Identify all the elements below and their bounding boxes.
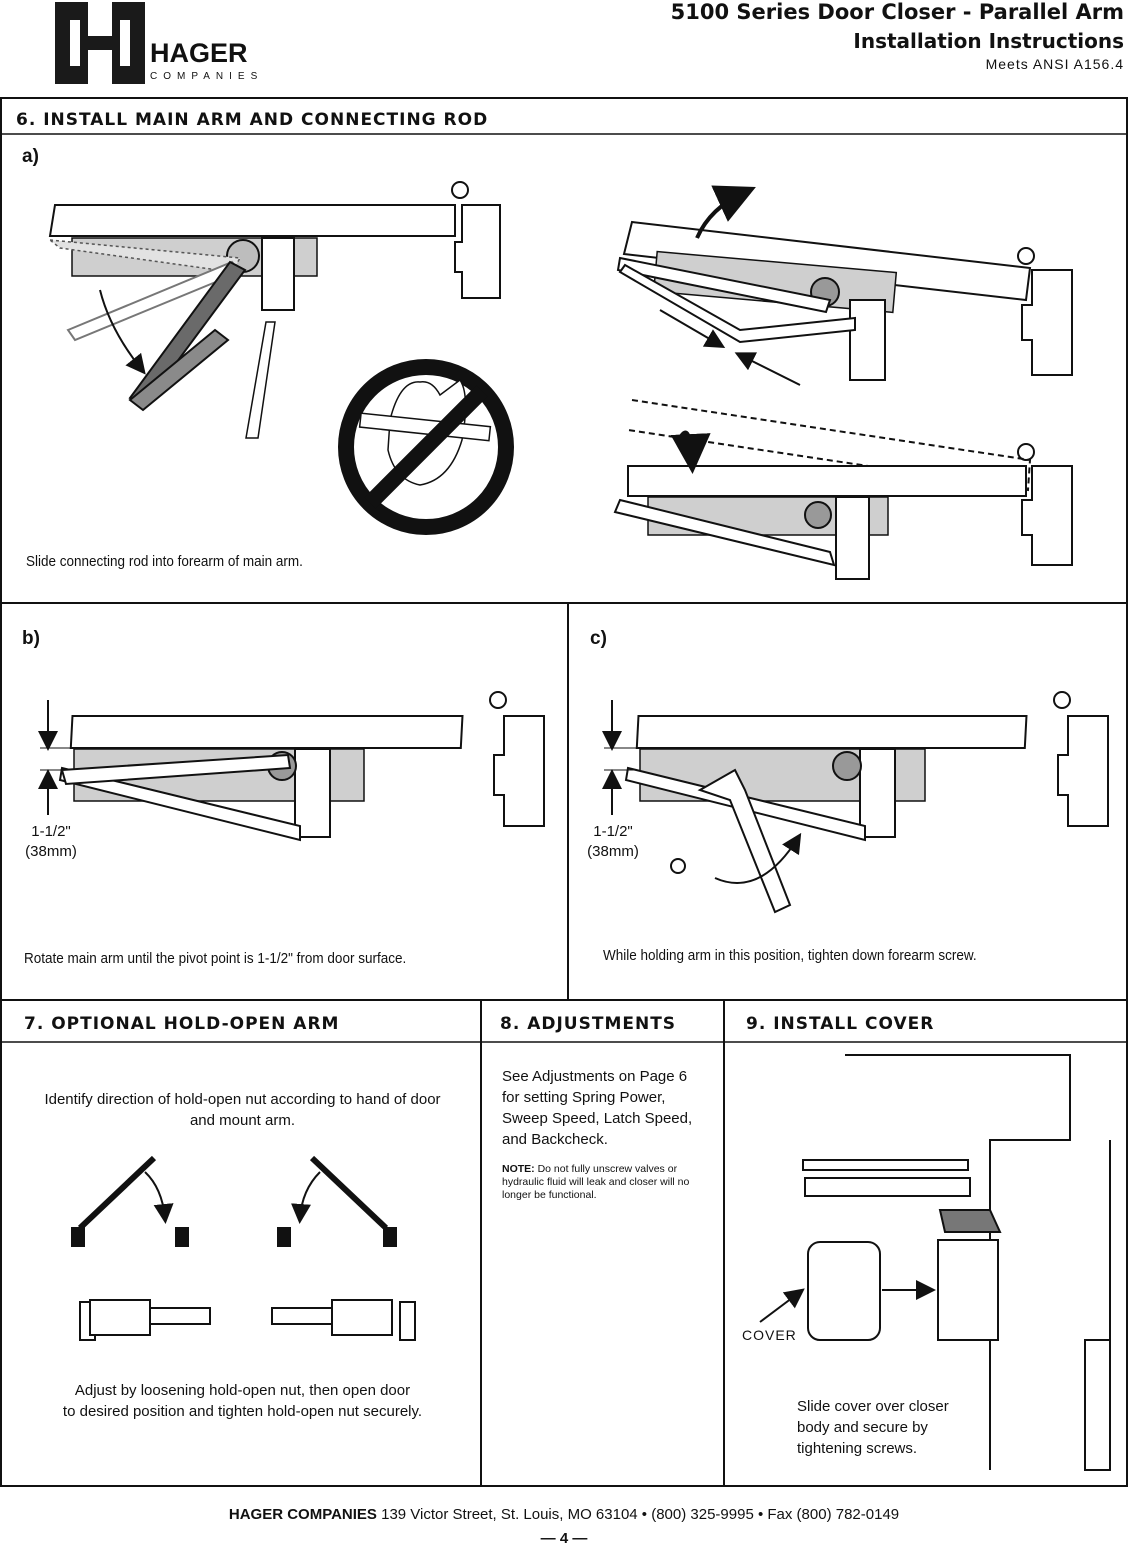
section-7-outro: Adjust by loosening hold-open nut, then … — [10, 1380, 475, 1422]
section-9-title: 9. INSTALL COVER — [746, 1014, 935, 1034]
section-7-title: 7. OPTIONAL HOLD-OPEN ARM — [24, 1014, 340, 1034]
step-c-dimension: 1-1/2" (38mm) — [582, 822, 644, 862]
section-8-title: 8. ADJUSTMENTS — [500, 1014, 677, 1034]
section-7-intro: Identify direction of hold-open nut acco… — [10, 1089, 475, 1131]
note-line: Do not fully unscrew valves or — [534, 1163, 678, 1175]
section-7-intro-line2: and mount arm. — [189, 1112, 296, 1129]
footer-address: HAGER COMPANIES 139 Victor Street, St. L… — [0, 1506, 1128, 1523]
standard-note: Meets ANSI A156.4 — [985, 56, 1124, 72]
prohibition-icon — [338, 359, 514, 535]
brand-name: HAGER — [150, 38, 248, 68]
step-a-label: a) — [22, 146, 39, 167]
step-b-label: b) — [22, 628, 40, 649]
section-8-line: and Backcheck. — [502, 1131, 608, 1148]
illustration-6c — [602, 691, 1109, 914]
step-c-dimension-in: 1-1/2" — [593, 823, 633, 840]
section-7-outro-line1: Adjust by loosening hold-open nut, then … — [74, 1382, 411, 1399]
footer-contact: 139 Victor Street, St. Louis, MO 63104 •… — [376, 1506, 900, 1523]
document-subtitle: Installation Instructions — [853, 29, 1124, 53]
section-9-caption-line: tightening screws. — [797, 1440, 918, 1457]
illustration-6a-left — [47, 181, 501, 439]
step-b-dimension-mm: (38mm) — [25, 843, 77, 860]
step-a-caption: Slide connecting rod into forearm of mai… — [26, 553, 303, 570]
footer-company: HAGER COMPANIES — [228, 1506, 377, 1523]
section-9-caption: Slide cover over closer body and secure … — [797, 1396, 949, 1459]
section-8-line: Sweep Speed, Latch Speed, — [502, 1110, 693, 1127]
step-b-dimension-in: 1-1/2" — [31, 823, 71, 840]
step-b-dimension: 1-1/2" (38mm) — [20, 822, 82, 862]
note-line: longer be functional. — [502, 1189, 597, 1201]
layout-frame — [0, 97, 1128, 1487]
section-8-text: See Adjustments on Page 6 for setting Sp… — [502, 1066, 692, 1150]
note-line: hydraulic fluid will leak and closer wil… — [502, 1176, 690, 1188]
step-c-dimension-mm: (38mm) — [587, 843, 639, 860]
illustration-6b — [38, 691, 545, 842]
section-8-note: NOTE: Do not fully unscrew valves or hyd… — [502, 1163, 717, 1202]
step-c-caption: While holding arm in this position, tigh… — [603, 947, 977, 964]
hager-logo-mark — [55, 2, 145, 84]
note-label: NOTE: — [502, 1163, 535, 1175]
section-7-outro-line2: to desired position and tighten hold-ope… — [62, 1403, 423, 1420]
section-8-line: for setting Spring Power, — [502, 1089, 666, 1106]
section-8-line: See Adjustments on Page 6 — [502, 1068, 688, 1085]
brand-subtitle: COMPANIES — [150, 71, 264, 82]
section-9-caption-line: Slide cover over closer — [797, 1398, 949, 1415]
illustration-6a-right-bottom — [613, 399, 1073, 580]
section-6-title: 6. INSTALL MAIN ARM AND CONNECTING ROD — [16, 110, 489, 130]
illustration-6a-right-top — [616, 185, 1073, 386]
section-9-caption-line: body and secure by — [797, 1419, 928, 1436]
illustration-7 — [71, 1155, 416, 1341]
section-7-intro-line1: Identify direction of hold-open nut acco… — [44, 1091, 441, 1108]
cover-label: COVER — [742, 1327, 797, 1343]
document-title: 5100 Series Door Closer - Parallel Arm — [670, 0, 1124, 24]
page-number: — 4 — — [540, 1530, 588, 1547]
step-b-caption: Rotate main arm until the pivot point is… — [24, 950, 407, 967]
illustration-9 — [759, 1054, 1111, 1471]
step-c-label: c) — [590, 628, 607, 649]
